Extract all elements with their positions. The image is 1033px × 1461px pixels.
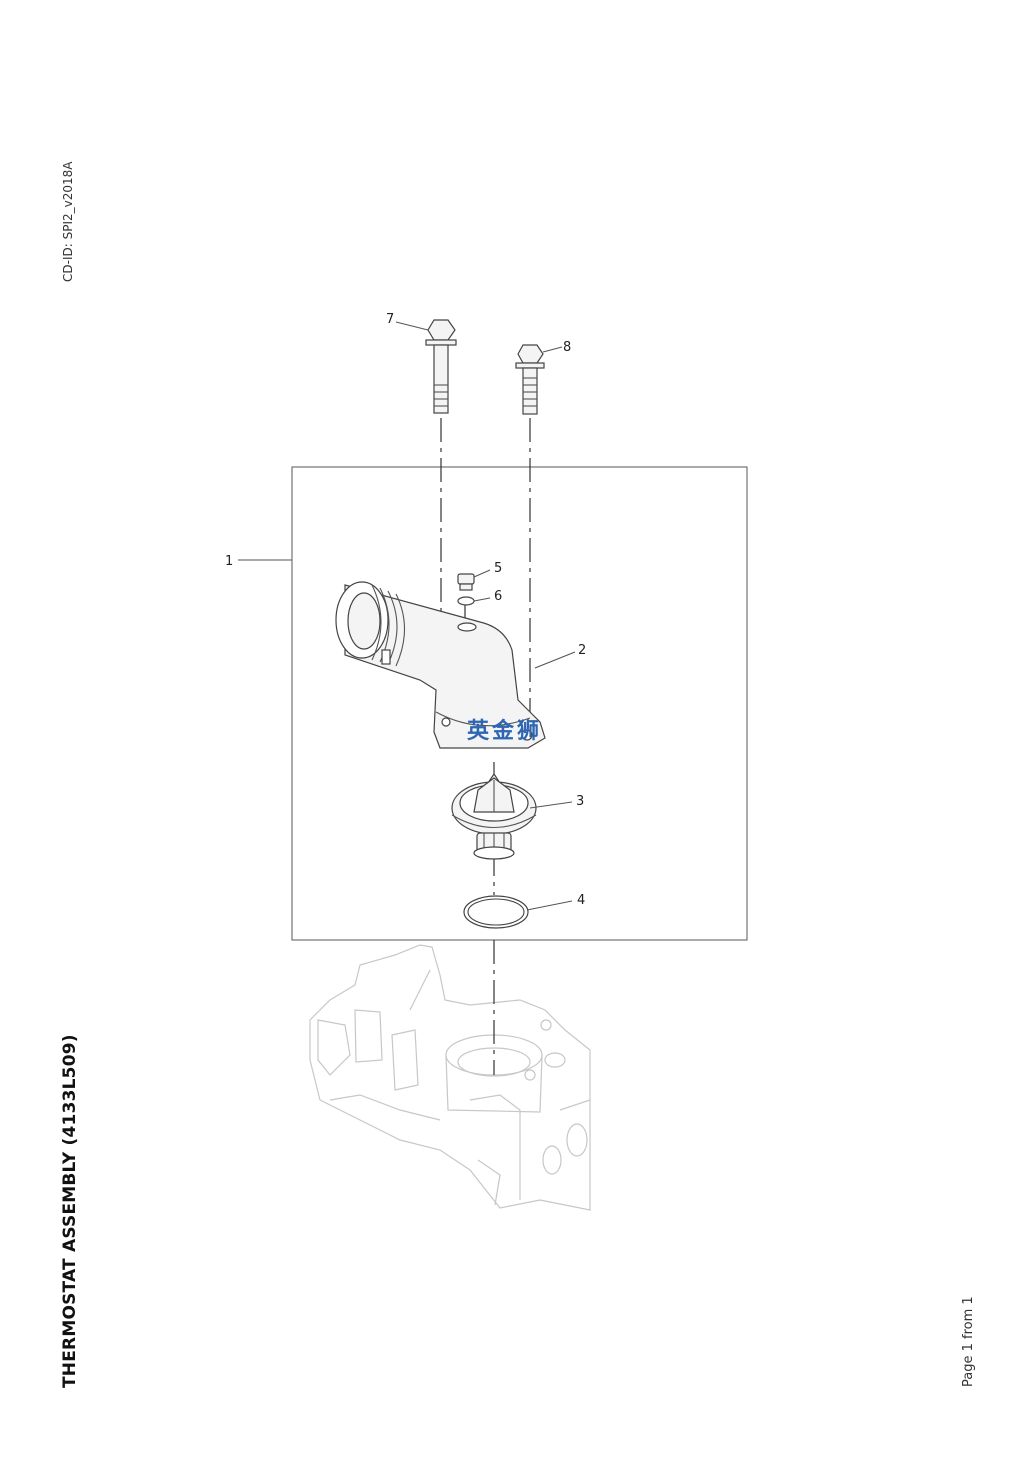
- engine-block-ghost: [309, 944, 591, 1211]
- callout-7: 7: [386, 312, 394, 327]
- thermostat-3: [451, 772, 537, 860]
- callout-8: 8: [563, 340, 571, 355]
- leader-6: [473, 597, 491, 602]
- plug-5: [457, 573, 475, 591]
- o-ring-6: [457, 596, 475, 606]
- callout-3: 3: [576, 794, 584, 809]
- leader-7: [395, 321, 429, 331]
- thermostat-housing-2: [335, 581, 546, 749]
- watermark: 英金狮: [467, 718, 542, 744]
- bolt-7: [425, 319, 457, 414]
- leader-5: [473, 569, 491, 578]
- leader-4: [526, 900, 573, 911]
- callout-4: 4: [577, 893, 585, 908]
- leader-3: [529, 801, 573, 809]
- assembly-frame: [291, 466, 748, 941]
- leader-8: [542, 346, 563, 353]
- bolt-8: [515, 344, 545, 415]
- callout-5: 5: [494, 561, 502, 576]
- leader-2: [534, 651, 576, 669]
- seal-ring-4: [463, 895, 529, 929]
- callout-2: 2: [578, 643, 586, 658]
- callout-6: 6: [494, 589, 502, 604]
- callout-1: 1: [225, 554, 233, 569]
